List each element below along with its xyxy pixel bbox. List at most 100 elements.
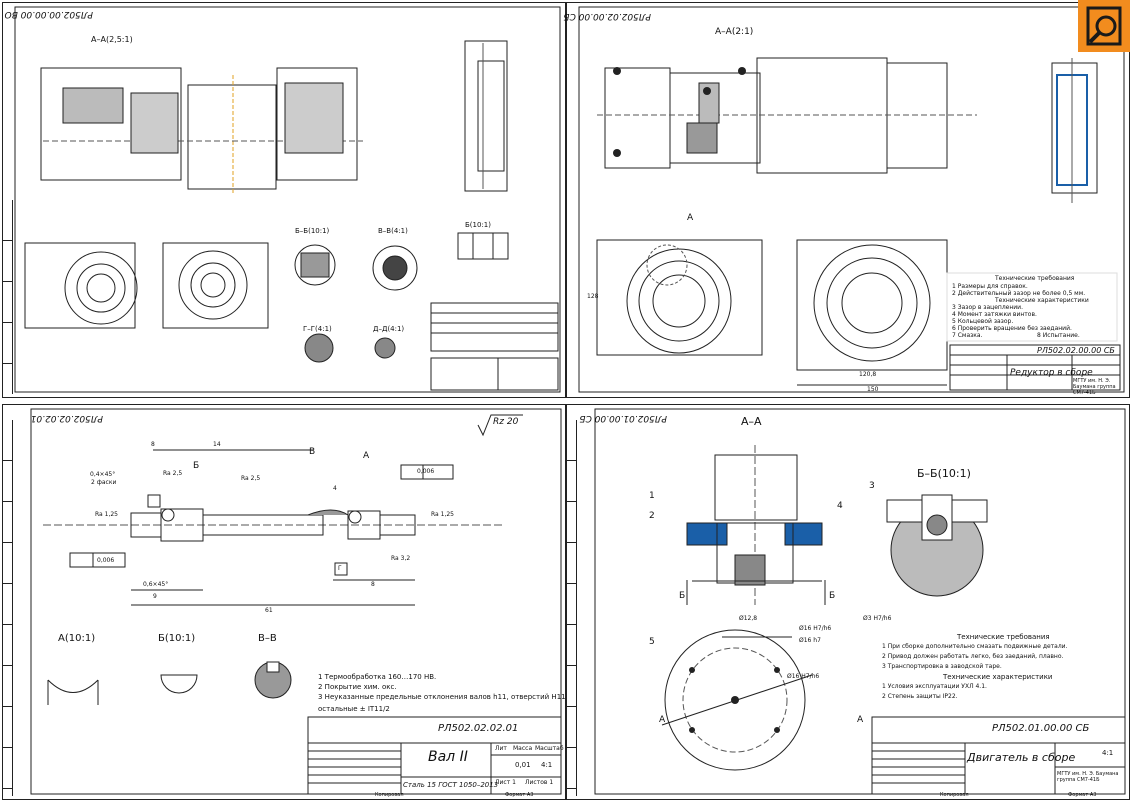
label-2: 2 [649, 511, 655, 521]
requirement-7: 7 Смазка. [952, 332, 983, 339]
doc-code-top-left: РЛ502.00.00.00 ВО [4, 9, 93, 19]
requirement-4: 4 Момент затяжки винтов. [952, 311, 1037, 318]
sheet-bottom-left: РЛ502.02.02.01 Rz 20 Ra 1,25 Ra 1,25 Ra … [2, 404, 568, 800]
surface-finish-5: Ra 3,2 [391, 555, 411, 562]
view-label-b: Б(10:1) [465, 221, 491, 229]
requirement-2: 2 Действительный зазор не более 0,5 мм. [952, 290, 1086, 297]
doc-code-bottom-right: РЛ502.01.00.00 СБ [579, 413, 667, 423]
stamp-scale-bottom-right: 4:1 [1102, 749, 1114, 757]
note-1: 1 Термообработка 160…170 HB. [318, 673, 437, 681]
requirement-1: 1 Размеры для справок. [952, 283, 1028, 290]
characteristic-2: 2 Степень защиты IP22. [882, 693, 958, 700]
stamp-title-bottom-left: Вал II [428, 749, 468, 765]
footer-copied-bottom-left: Копировал [375, 792, 404, 798]
cut-label-b-right: Б [829, 591, 836, 601]
stamp-org-bottom-right: МГТУ им. Н. Э. Баумана группа СМ7-41Б [1057, 771, 1119, 783]
fit-2: Ø12,8 [739, 615, 758, 622]
chamfer-note: 2 фаски [91, 479, 117, 486]
stamp-mass: Масса [513, 745, 533, 752]
dim-8-bottom: 8 [371, 581, 375, 588]
dim-14: 14 [213, 441, 221, 448]
chamfer-04: 0,4×45° [90, 471, 116, 478]
side-band-bottom-right [566, 420, 577, 796]
dim-128: 128 [587, 293, 599, 300]
sheet-top-right: РЛ502.02.00.00 СБ А–А(2:1) А 128 120,8 1… [563, 2, 1130, 398]
side-band-bottom-left [2, 420, 13, 796]
requirement-5: 5 Кольцевой зазор. [952, 318, 1014, 325]
view-label-b-b: Б–Б(10:1) [295, 227, 330, 235]
stamp-scale-value: 4:1 [541, 761, 553, 769]
stamp-sheet: Лист 1 [495, 779, 516, 786]
stamp-code-bottom-left: РЛ502.02.02.01 [438, 723, 519, 734]
doc-code-top-right: РЛ502.02.00.00 СБ [563, 11, 651, 21]
detail-b-label: Б(10:1) [158, 633, 196, 644]
stamp-code-top-right: РЛ502.02.00.00 СБ [1037, 346, 1115, 355]
dim-150: 150 [867, 386, 879, 393]
assembly-drawing-top-left [14, 6, 561, 393]
chamfer-06: 0,6×45° [143, 581, 169, 588]
shaft-drawing [30, 408, 562, 795]
view-label-v-v: В–В(4:1) [378, 227, 408, 235]
dim-8-top: 8 [151, 441, 155, 448]
characteristic-1: 1 Условия эксплуатации УХЛ 4.1. [882, 683, 987, 690]
footer-format-bottom-left: Формат А3 [505, 792, 534, 798]
view-label-g-g: Г–Г(4:1) [303, 325, 332, 333]
dim-9: 9 [153, 593, 157, 600]
fit-1: Ø16 H7/h6 [799, 625, 832, 632]
surface-finish-1: Ra 1,25 [95, 511, 118, 518]
roughness-label: Rz 20 [493, 417, 519, 427]
section-v-v-label: В–В [258, 633, 277, 644]
side-band-top-left [2, 200, 13, 394]
stamp-mass-value: 0,01 [515, 761, 531, 769]
datum-v: В [309, 447, 316, 457]
label-3: 3 [869, 481, 875, 491]
view-label-a: А [687, 213, 694, 223]
requirement-br-2: 2 Привод должен работать легко, без заед… [882, 653, 1064, 660]
cut-label-a-left: А [659, 715, 666, 725]
section-label-top-right: А–А(2:1) [715, 27, 754, 37]
footer-format-bottom-right: Формат А3 [1068, 792, 1097, 798]
dim-120-8: 120,8 [859, 371, 877, 378]
requirement-6: 6 Проверить вращение без заеданий. [952, 325, 1072, 332]
section-label-top-left: А–А(2,5:1) [91, 35, 133, 44]
footer-copied-bottom-right: Копировал [940, 792, 969, 798]
fit-4: Ø3 H7/h6 [863, 615, 892, 622]
label-4: 4 [837, 501, 843, 511]
zoom-search-icon [1086, 6, 1122, 46]
requirements-title-top-right: Технические требования [995, 275, 1075, 282]
stamp-scale: Масштаб [535, 745, 564, 752]
sheet-top-left: РЛ502.00.00.00 ВО А–А(2,5:1) Б–Б(10:1) В… [2, 2, 566, 398]
requirement-3: 3 Зазор в зацеплении. [952, 304, 1023, 311]
dim-4: 4 [333, 485, 337, 492]
label-5: 5 [649, 637, 655, 647]
gearbox-drawing [578, 6, 1125, 393]
datum-g: Г [338, 565, 342, 572]
stamp-title-top-right: Редуктор в сборе [1010, 368, 1093, 378]
zoom-logo-button[interactable] [1078, 0, 1130, 52]
dim-61: 61 [265, 607, 273, 614]
note-2: 2 Покрытие хим. окс. [318, 683, 397, 691]
section-label-bottom-right: А–А [741, 415, 762, 428]
doc-code-bottom-left: РЛ502.02.02.01 [30, 413, 103, 423]
sheet-bottom-right: РЛ502.01.00.00 СБ А–А Б–Б(10:1) Ø16 H7/h… [566, 404, 1130, 800]
surface-finish-3: Ra 2,5 [163, 470, 183, 477]
characteristics-title-bottom-right: Технические характеристики [943, 673, 1053, 681]
datum-b: Б [193, 461, 200, 471]
fit-3: Ø16 h7 [799, 637, 821, 644]
detail-a-label: А(10:1) [58, 633, 96, 644]
requirement-br-3: 3 Транспортировка в заводской таре. [882, 663, 1002, 670]
surface-finish-2: Ra 1,25 [431, 511, 454, 518]
note-4: остальные ± IT11/2 [318, 705, 390, 713]
stamp-title-bottom-right: Двигатель в сборе [967, 751, 1076, 764]
requirement-br-1: 1 При сборке дополнительно смазать подви… [882, 643, 1068, 650]
fit-5: Ø16 H7/h6 [787, 673, 820, 680]
tolerance-1: 0,006 [97, 557, 115, 564]
stamp-org-top-right: МГТУ им. Н. Э. Баумана группа СМ7-41Б [1073, 378, 1116, 396]
cut-label-a-right: А [857, 715, 864, 725]
stamp-code-bottom-right: РЛ502.01.00.00 СБ [992, 723, 1090, 734]
stamp-sheets: Листов 1 [525, 779, 554, 786]
note-3: 3 Неуказанные предельные отклонения вало… [318, 693, 568, 701]
cut-label-b-left: Б [679, 591, 686, 601]
datum-a: А [363, 451, 370, 461]
view-label-d-d: Д–Д(4:1) [373, 325, 405, 333]
